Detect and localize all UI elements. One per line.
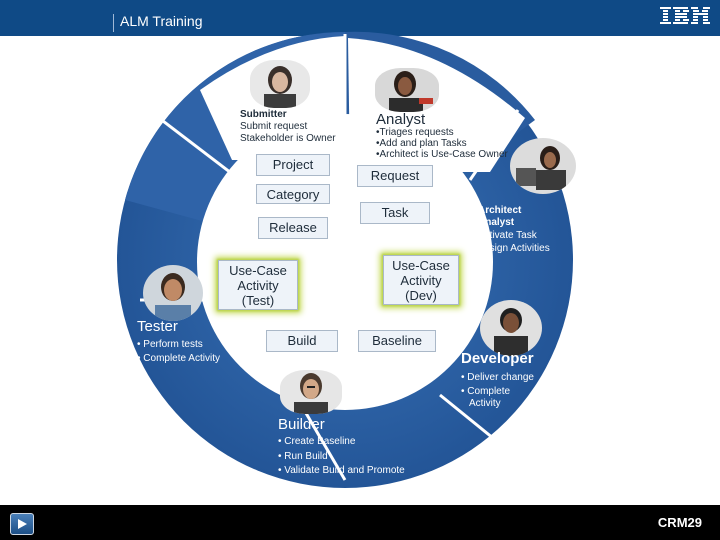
submitter-line-1: Submit request bbox=[240, 121, 308, 132]
developer-photo bbox=[480, 300, 542, 356]
submitter-line-2: Stakeholder is Owner bbox=[240, 133, 336, 144]
tester-line-1: • Perform tests bbox=[137, 339, 203, 350]
developer-line-2: • Complete bbox=[461, 386, 511, 397]
architect-name-line-2: Analyst bbox=[478, 217, 515, 228]
header-divider bbox=[113, 14, 114, 32]
tester-line-2: • Complete Activity bbox=[137, 353, 220, 364]
baseline-box: Baseline bbox=[358, 330, 436, 352]
wheel-divider-se bbox=[439, 393, 521, 462]
use-case-test-line-3: (Test) bbox=[241, 293, 275, 308]
footer-bar: CRM29 bbox=[0, 505, 720, 540]
architect-name-line-1: Architect bbox=[478, 205, 522, 216]
play-icon bbox=[18, 519, 27, 529]
developer-line-1: • Deliver change bbox=[461, 372, 534, 383]
header-bar: ALM Training bbox=[0, 0, 720, 36]
developer-line-3: Activity bbox=[469, 398, 501, 409]
architect-line-2: Assign Activities bbox=[478, 243, 550, 254]
analyst-name: Analyst bbox=[376, 111, 426, 128]
use-case-dev-line-3: (Dev) bbox=[405, 288, 437, 303]
architect-photo bbox=[510, 138, 576, 194]
request-box: Request bbox=[357, 165, 433, 187]
task-box: Task bbox=[360, 202, 430, 224]
analyst-photo bbox=[375, 68, 439, 112]
use-case-dev-box: Use-Case Activity (Dev) bbox=[383, 255, 459, 305]
architect-line-1: Activate Task bbox=[478, 230, 537, 241]
builder-line-1: • Create Baseline bbox=[278, 436, 356, 447]
analyst-line-3: •Architect is Use-Case Owner bbox=[376, 149, 508, 160]
analyst-line-1: •Triages requests bbox=[376, 127, 454, 138]
ibm-logo-icon bbox=[660, 7, 710, 24]
use-case-test-line-1: Use-Case bbox=[229, 263, 287, 278]
developer-name: Developer bbox=[461, 350, 534, 367]
use-case-test-line-2: Activity bbox=[237, 278, 279, 293]
builder-line-3: • Validate Build and Promote bbox=[278, 465, 405, 476]
analyst-line-2: •Add and plan Tasks bbox=[376, 138, 467, 149]
category-box: Category bbox=[256, 184, 330, 204]
builder-name: Builder bbox=[278, 416, 325, 433]
play-button[interactable] bbox=[10, 513, 34, 535]
project-box: Project bbox=[256, 154, 330, 176]
builder-photo bbox=[280, 370, 342, 414]
page-title: ALM Training bbox=[120, 13, 203, 29]
use-case-dev-line-1: Use-Case bbox=[392, 258, 450, 273]
tester-name: Tester bbox=[137, 318, 178, 335]
page-code: CRM29 bbox=[657, 515, 702, 530]
builder-line-2: • Run Build bbox=[278, 451, 328, 462]
tester-photo bbox=[143, 265, 203, 321]
use-case-test-box: Use-Case Activity (Test) bbox=[218, 260, 298, 310]
submitter-photo bbox=[250, 60, 310, 108]
alm-role-wheel: Project Category Release Request Task Us… bbox=[0, 0, 720, 505]
release-box: Release bbox=[258, 217, 328, 239]
segment-highlights bbox=[0, 0, 720, 505]
submitter-name: Submitter bbox=[240, 109, 287, 120]
build-box: Build bbox=[266, 330, 338, 352]
use-case-dev-line-2: Activity bbox=[400, 273, 442, 288]
